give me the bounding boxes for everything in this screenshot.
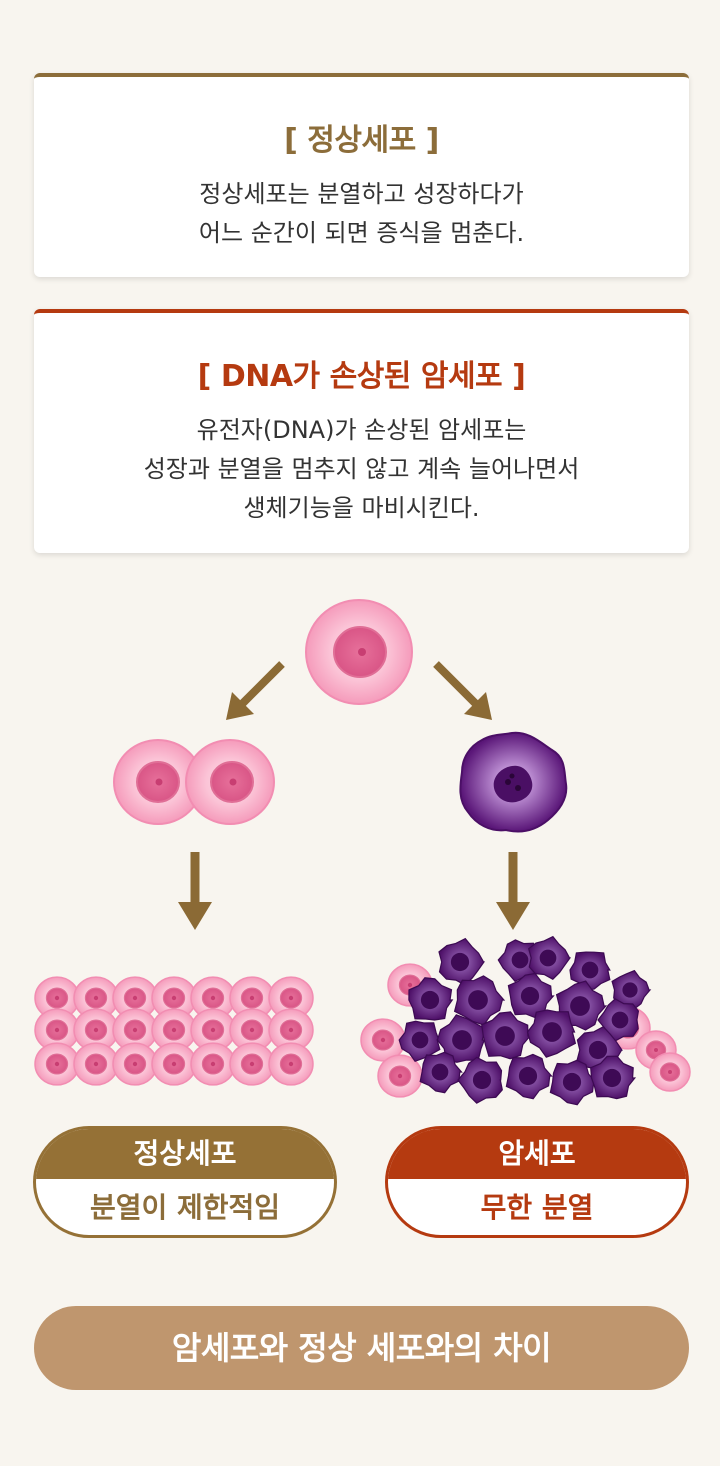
dividing-normal-cells — [113, 739, 275, 825]
normal-cell-tissue — [34, 976, 314, 1086]
normal-cell — [112, 1042, 158, 1086]
cancer-cell — [597, 998, 640, 1042]
normal-cell-title: [ 정상세포 ] — [284, 123, 439, 158]
cancer-cell-label: 암세포 무한 분열 — [385, 1126, 689, 1238]
cancer-cell-card: [ DNA가 손상된 암세포 ] 유전자(DNA)가 손상된 암세포는 성장과 … — [34, 309, 689, 553]
normal-desc-line: 어느 순간이 되면 증식을 멈춘다. — [198, 219, 525, 247]
normal-cell — [34, 976, 80, 1020]
arrow-down-cancer — [496, 852, 530, 930]
cancer-cell-label-property: 무한 분열 — [480, 1191, 594, 1224]
normal-cell — [151, 1008, 197, 1052]
cancer-cell-description: 유전자(DNA)가 손상된 암세포는 성장과 분열을 멈추지 않고 계속 늘어나… — [34, 411, 689, 528]
normal-cell-label: 정상세포 분열이 제한적임 — [33, 1126, 337, 1238]
normal-cell — [73, 1008, 119, 1052]
cancer-cell-label-name: 암세포 — [388, 1129, 686, 1179]
normal-cell-label-name: 정상세포 — [36, 1129, 334, 1179]
arrow-to-cancer-mutation — [433, 661, 492, 720]
normal-cell-description: 정상세포는 분열하고 성장하다가 어느 순간이 되면 증식을 멈춘다. — [34, 175, 689, 253]
cancer-cell — [611, 969, 652, 1010]
cancer-cell — [481, 1011, 532, 1060]
cancer-cell — [457, 1056, 503, 1104]
normal-cell — [268, 976, 314, 1020]
normal-cell — [377, 1054, 423, 1098]
normal-cell-label-property: 분열이 제한적임 — [89, 1191, 281, 1224]
normal-cell — [112, 1008, 158, 1052]
normal-cell — [190, 1042, 236, 1086]
cell-division-diagram — [34, 599, 691, 1106]
normal-cell — [649, 1052, 691, 1092]
normal-cell — [229, 1042, 275, 1086]
cancer-cell — [453, 975, 506, 1026]
cancer-cell-cluster — [360, 935, 691, 1106]
cancer-desc-line: 성장과 분열을 멈추지 않고 계속 늘어나면서 — [143, 455, 580, 483]
normal-cell — [190, 1008, 236, 1052]
normal-cell — [73, 1042, 119, 1086]
mutated-cancer-cell — [459, 731, 568, 833]
comparison-footer-button[interactable]: 암세포와 정상 세포와의 차이 — [34, 1306, 689, 1390]
normal-cell-card: [ 정상세포 ] 정상세포는 분열하고 성장하다가 어느 순간이 되면 증식을 … — [34, 73, 689, 277]
normal-desc-line: 정상세포는 분열하고 성장하다가 — [199, 180, 524, 208]
cancer-cell — [528, 935, 572, 980]
cancer-desc-line: 유전자(DNA)가 손상된 암세포는 — [196, 416, 527, 444]
normal-cell — [151, 976, 197, 1020]
normal-cell — [268, 1042, 314, 1086]
normal-cell — [268, 1008, 314, 1052]
cancer-cell — [398, 1020, 441, 1063]
normal-cell — [151, 1042, 197, 1086]
normal-cell — [34, 1042, 80, 1086]
cancer-cell — [526, 1009, 577, 1058]
cancer-cell — [505, 1053, 553, 1100]
normal-cell — [229, 1008, 275, 1052]
cancer-cell — [590, 1055, 637, 1100]
arrow-to-normal-division — [226, 661, 285, 720]
arrow-down-normal — [178, 852, 212, 930]
cancer-cell — [549, 1059, 597, 1106]
cancer-cell — [438, 937, 486, 986]
cancer-cell — [408, 977, 454, 1021]
normal-cell — [360, 1018, 406, 1062]
cancer-cell — [569, 951, 611, 992]
original-cell — [305, 599, 413, 705]
cancer-cell — [507, 972, 555, 1019]
cancer-cell-title: [ DNA가 손상된 암세포 ] — [197, 359, 526, 394]
cancer-desc-line: 생체기능을 마비시킨다. — [243, 494, 480, 522]
cancer-cell — [419, 1051, 463, 1094]
